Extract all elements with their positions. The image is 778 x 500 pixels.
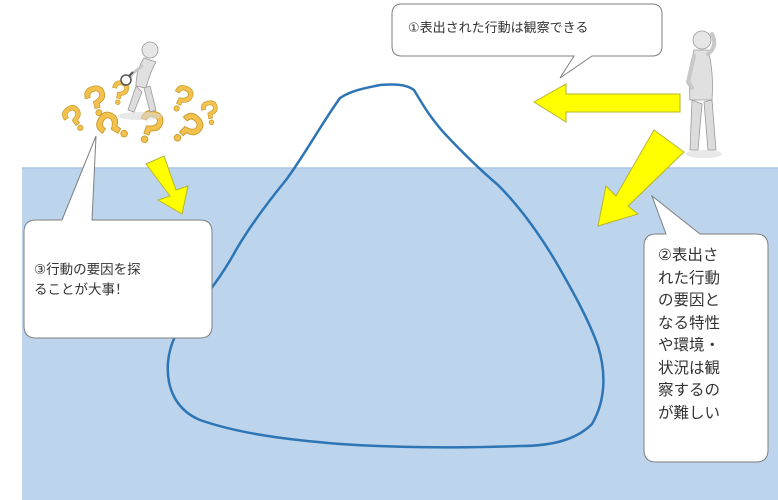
person-magnifying-glass-icon — [118, 41, 162, 120]
iceberg-outline — [166, 83, 605, 449]
callout-hidden-factors-text: ②表出さ れた行動 の要因と なる特性 や環境・ 状況は観 察するの が難しい — [658, 246, 721, 422]
question-mark-icon — [96, 111, 128, 138]
arrow-down-to-water-right — [597, 129, 685, 227]
callout-important — [23, 135, 213, 339]
arrow-down-to-water-left — [145, 155, 189, 215]
question-mark-icon — [84, 85, 106, 117]
callout-observable-text: ①表出された行動は観察できる — [408, 21, 589, 36]
question-mark-icon — [173, 85, 194, 112]
person-thinking-icon — [685, 30, 722, 158]
callout-important-text: ③行動の要因を探 ることが大事！ — [34, 262, 141, 298]
question-mark-icon — [62, 105, 84, 131]
question-mark-icon — [201, 100, 218, 126]
callout-hidden-factors — [643, 194, 769, 463]
question-mark-icon — [173, 112, 204, 142]
callout-observable — [391, 3, 663, 79]
arrow-left-to-callout — [533, 83, 681, 123]
